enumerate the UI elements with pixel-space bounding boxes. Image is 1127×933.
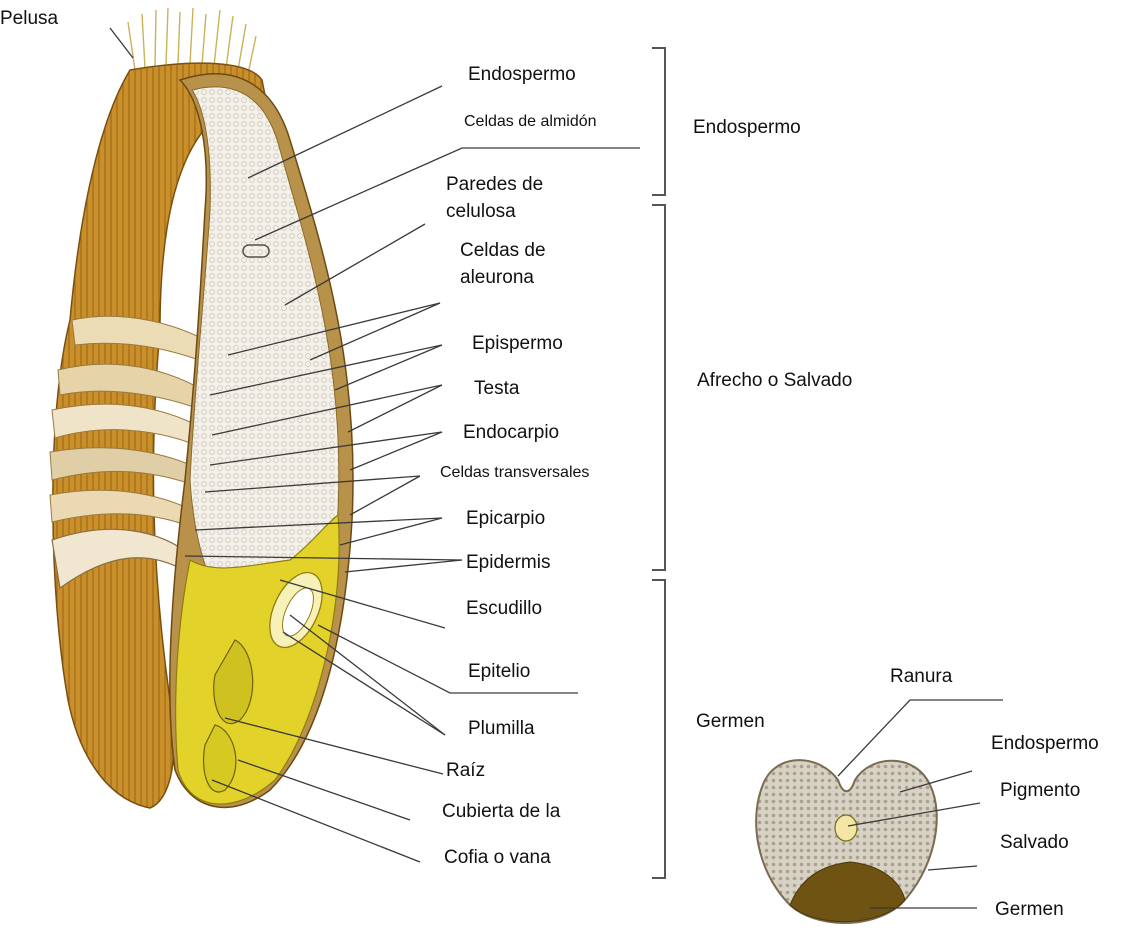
label-salvado: Salvado <box>1000 832 1069 853</box>
label-escudillo: Escudillo <box>466 598 542 619</box>
label-raiz: Raíz <box>446 760 485 781</box>
group-label-endospermo: Endospermo <box>693 117 801 138</box>
label-epitelio: Epitelio <box>468 661 530 682</box>
label-celdas-transversales: Celdas transversales <box>440 464 589 481</box>
label-endocarpio: Endocarpio <box>463 422 559 443</box>
label-pelusa: Pelusa <box>0 8 59 29</box>
label-aleurona-line2: aleurona <box>460 267 534 288</box>
label-ranura: Ranura <box>890 666 953 687</box>
group-label-afrecho: Afrecho o Salvado <box>697 370 852 391</box>
label-epispermo: Epispermo <box>472 333 563 354</box>
label-epicarpio: Epicarpio <box>466 508 545 529</box>
label-paredes-line2: celulosa <box>446 201 516 222</box>
label-testa: Testa <box>474 378 520 399</box>
group-label-germen: Germen <box>696 711 765 732</box>
label-cofia: Cofia o vana <box>444 847 551 868</box>
label-plumilla: Plumilla <box>468 718 535 739</box>
label-endospermo: Endospermo <box>468 64 576 85</box>
label-celdas-almidon: Celdas de almidón <box>464 113 597 130</box>
group-labels: Endospermo Afrecho o Salvado Germen <box>693 117 852 732</box>
label-pigmento: Pigmento <box>1000 780 1080 801</box>
cross-section-pigment <box>835 815 857 841</box>
group-braces <box>652 48 665 878</box>
label-cross-germen: Germen <box>995 899 1064 920</box>
label-cubierta: Cubierta de la <box>442 801 561 822</box>
label-epidermis: Epidermis <box>466 552 550 573</box>
label-paredes-line1: Paredes de <box>446 174 543 195</box>
grain-longitudinal-illustration <box>50 8 353 808</box>
label-aleurona-line1: Celdas de <box>460 240 546 261</box>
label-cross-endospermo: Endospermo <box>991 733 1099 754</box>
grain-cross-section <box>756 760 937 923</box>
